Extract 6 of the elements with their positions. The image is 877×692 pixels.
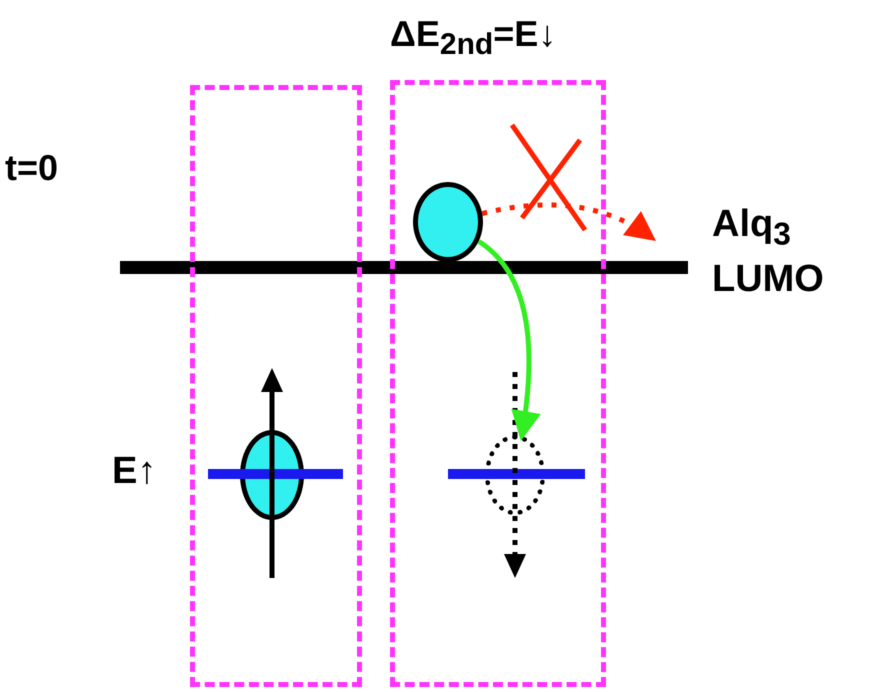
time-label: t=0 [5, 146, 58, 190]
level-label: Alq$_{3}$ LUMO [712, 202, 825, 302]
arrow [477, 239, 540, 441]
arrow [482, 202, 656, 241]
energy-label: E↑ [112, 449, 156, 494]
energy-equation: ΔE$_{2nd}$=E↓ [390, 13, 556, 62]
